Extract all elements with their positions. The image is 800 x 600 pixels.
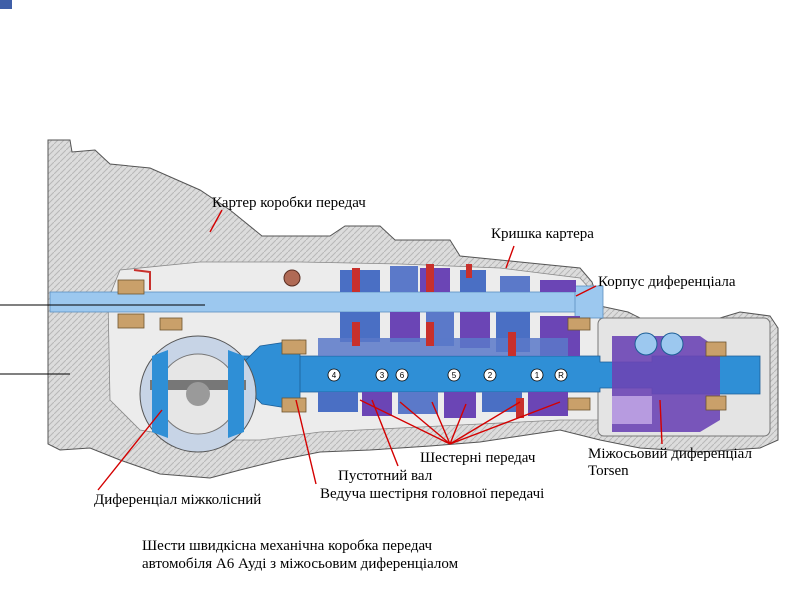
label-hollow-shaft: Пустотний вал xyxy=(338,468,433,484)
label-gearbox-housing: Картер коробки передач xyxy=(212,195,366,211)
gear-marker-6-text: 6 xyxy=(400,371,405,380)
caption-line-1: Шести швидкісна механічна коробка переда… xyxy=(142,538,433,554)
label-housing-cover: Кришка картера xyxy=(491,226,594,242)
gear-marker-2 xyxy=(483,368,497,382)
label-differential-housing: Корпус диференціала xyxy=(598,274,736,290)
label-pointers xyxy=(97,209,663,491)
gear-marker-r-text: R xyxy=(558,371,564,380)
plug-detail xyxy=(283,269,301,287)
gear-marker-5 xyxy=(447,368,461,382)
gear-number-markers: 4 3 6 5 2 1 R xyxy=(327,368,568,382)
gear-marker-4 xyxy=(327,368,341,382)
gear-marker-1 xyxy=(530,368,544,382)
slide-corner-mark xyxy=(0,0,12,9)
slide-caption: Шести швидкісна механічна коробка переда… xyxy=(142,537,602,573)
gear-marker-5-text: 5 xyxy=(452,371,457,380)
seal-detail xyxy=(133,269,151,290)
caption-line-2: автомобіля А6 Ауді з міжосьовим диференц… xyxy=(142,556,459,572)
synchronizers xyxy=(352,264,524,418)
gear-marker-3 xyxy=(375,368,389,382)
input-shaft xyxy=(49,291,601,313)
label-torsen: Torsen xyxy=(588,463,629,479)
gear-marker-1-text: 1 xyxy=(535,371,540,380)
label-wheel-differential: Диференціал міжколісний xyxy=(94,492,262,508)
center-differential-torsen xyxy=(612,332,720,432)
label-drive-pinion: Ведуча шестірня головної передачі xyxy=(320,486,545,502)
gear-marker-3-text: 3 xyxy=(380,371,385,380)
wheel-differential xyxy=(139,335,257,453)
bearings xyxy=(117,279,727,413)
label-transmission-gears: Шестерні передач xyxy=(420,450,536,466)
gear-marker-6 xyxy=(395,368,409,382)
drive-pinion-cone xyxy=(231,339,301,411)
gear-marker-2-text: 2 xyxy=(488,371,493,380)
gear-marker-r xyxy=(554,368,568,382)
label-center-differential: Міжосьовий диференціал xyxy=(588,446,752,462)
gear-marker-4-text: 4 xyxy=(332,371,337,380)
